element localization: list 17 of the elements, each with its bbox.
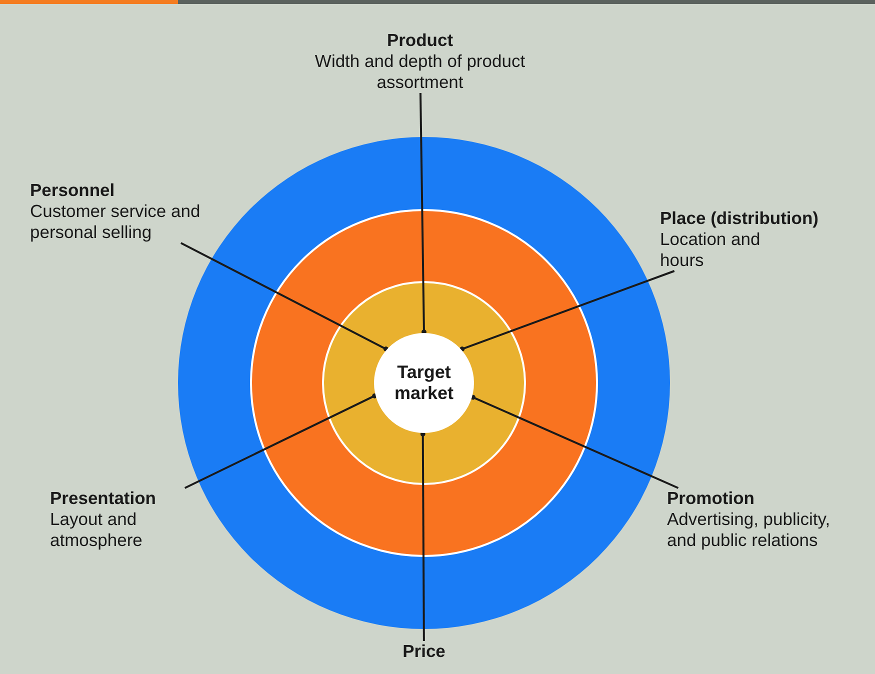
callout-heading: Price	[402, 641, 446, 662]
leader-line	[184, 393, 378, 489]
callout-heading: Presentation	[50, 488, 157, 509]
leader-line	[420, 431, 426, 641]
callout-heading: Personnel	[30, 180, 116, 201]
callout-text: Customer service and personal selling	[30, 201, 202, 243]
callout-heading: Place (distribution)	[660, 208, 820, 229]
leader-line	[180, 242, 388, 352]
callout-text: Layout and atmosphere	[50, 509, 144, 551]
callout-text: Location and hours	[660, 229, 762, 271]
callout-text: Advertising, publicity, and public relations	[667, 509, 832, 551]
leader-line	[470, 394, 679, 489]
leader-line	[460, 270, 675, 352]
callout-text: Width and depth of product assortment	[314, 51, 526, 93]
leader-line	[419, 92, 426, 334]
callout-heading: Product	[386, 30, 454, 51]
callout-heading: Promotion	[667, 488, 756, 509]
